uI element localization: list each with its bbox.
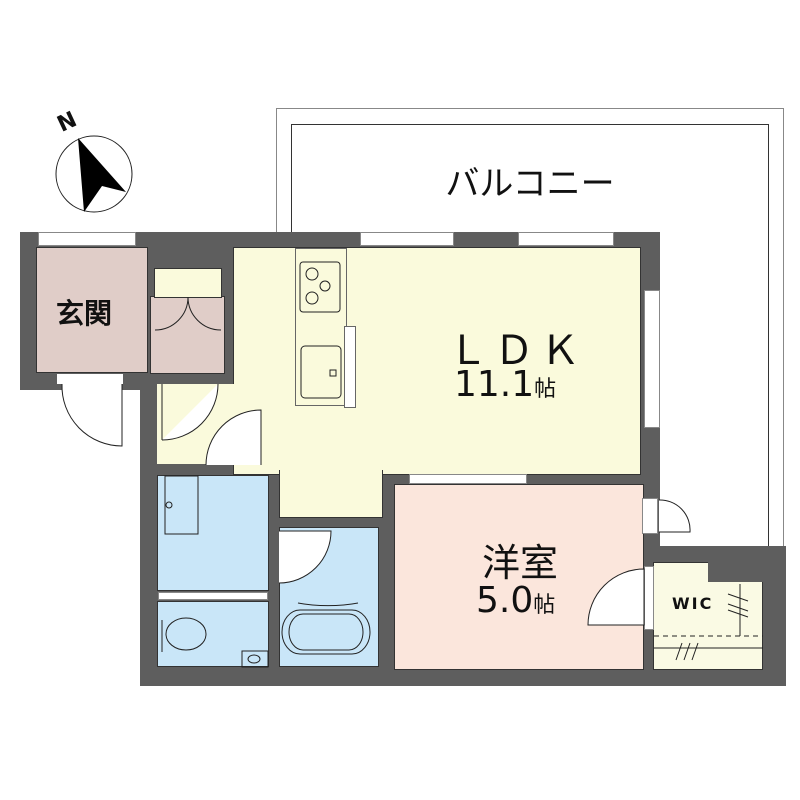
- stove-icon: [299, 261, 341, 313]
- bathtub-icon: [281, 609, 371, 655]
- balcony-side-door[interactable]: [642, 498, 658, 534]
- ldk-label: ＬＤＫ: [448, 328, 586, 374]
- window-ldk-right[interactable]: [518, 232, 614, 246]
- entrance-label: 玄関: [56, 297, 113, 330]
- balcony-label: バルコニー: [445, 164, 615, 204]
- western-size-value: 5.0: [476, 580, 534, 621]
- wic-door-swing-icon: [587, 568, 645, 626]
- hand-sink-icon: [241, 650, 269, 668]
- washroom-door-swing-icon: [205, 409, 262, 466]
- ldk-size-unit: 帖: [534, 377, 557, 402]
- wic-label: WIC: [672, 594, 714, 613]
- room-entrance[interactable]: [36, 247, 148, 373]
- ldk-size-value: 11.1: [454, 364, 535, 405]
- room-toilet[interactable]: [157, 601, 269, 667]
- toilet-icon: [165, 617, 207, 651]
- entrance-door-opening[interactable]: [57, 374, 123, 384]
- ldk-size: 11.1帖: [454, 364, 556, 405]
- western-room-sliding-door[interactable]: [409, 474, 527, 484]
- balcony-door-swing-icon: [658, 499, 691, 533]
- entrance-door-swing-icon: [61, 383, 123, 447]
- room-shoe-closet[interactable]: [150, 296, 225, 374]
- window-ldk-left[interactable]: [360, 232, 454, 246]
- window-ldk-side[interactable]: [644, 290, 660, 428]
- room-washroom[interactable]: [157, 475, 269, 591]
- kitchen-wall-panel: [344, 326, 356, 408]
- wic-notch-wall: [708, 562, 764, 582]
- western-room-label: 洋室: [482, 541, 559, 585]
- bath-door-swing-icon: [278, 530, 332, 584]
- window-entrance[interactable]: [38, 232, 136, 246]
- ldk-lower-extension: [279, 470, 383, 518]
- hall-door-swing-icon: [161, 383, 219, 441]
- sink-icon: [300, 345, 342, 399]
- toilet-sliding-door[interactable]: [158, 592, 268, 600]
- closet-door-swing-icon: [154, 296, 222, 331]
- western-size-unit: 帖: [533, 593, 556, 618]
- western-room-size: 5.0帖: [476, 580, 555, 621]
- washbasin-icon: [164, 475, 199, 535]
